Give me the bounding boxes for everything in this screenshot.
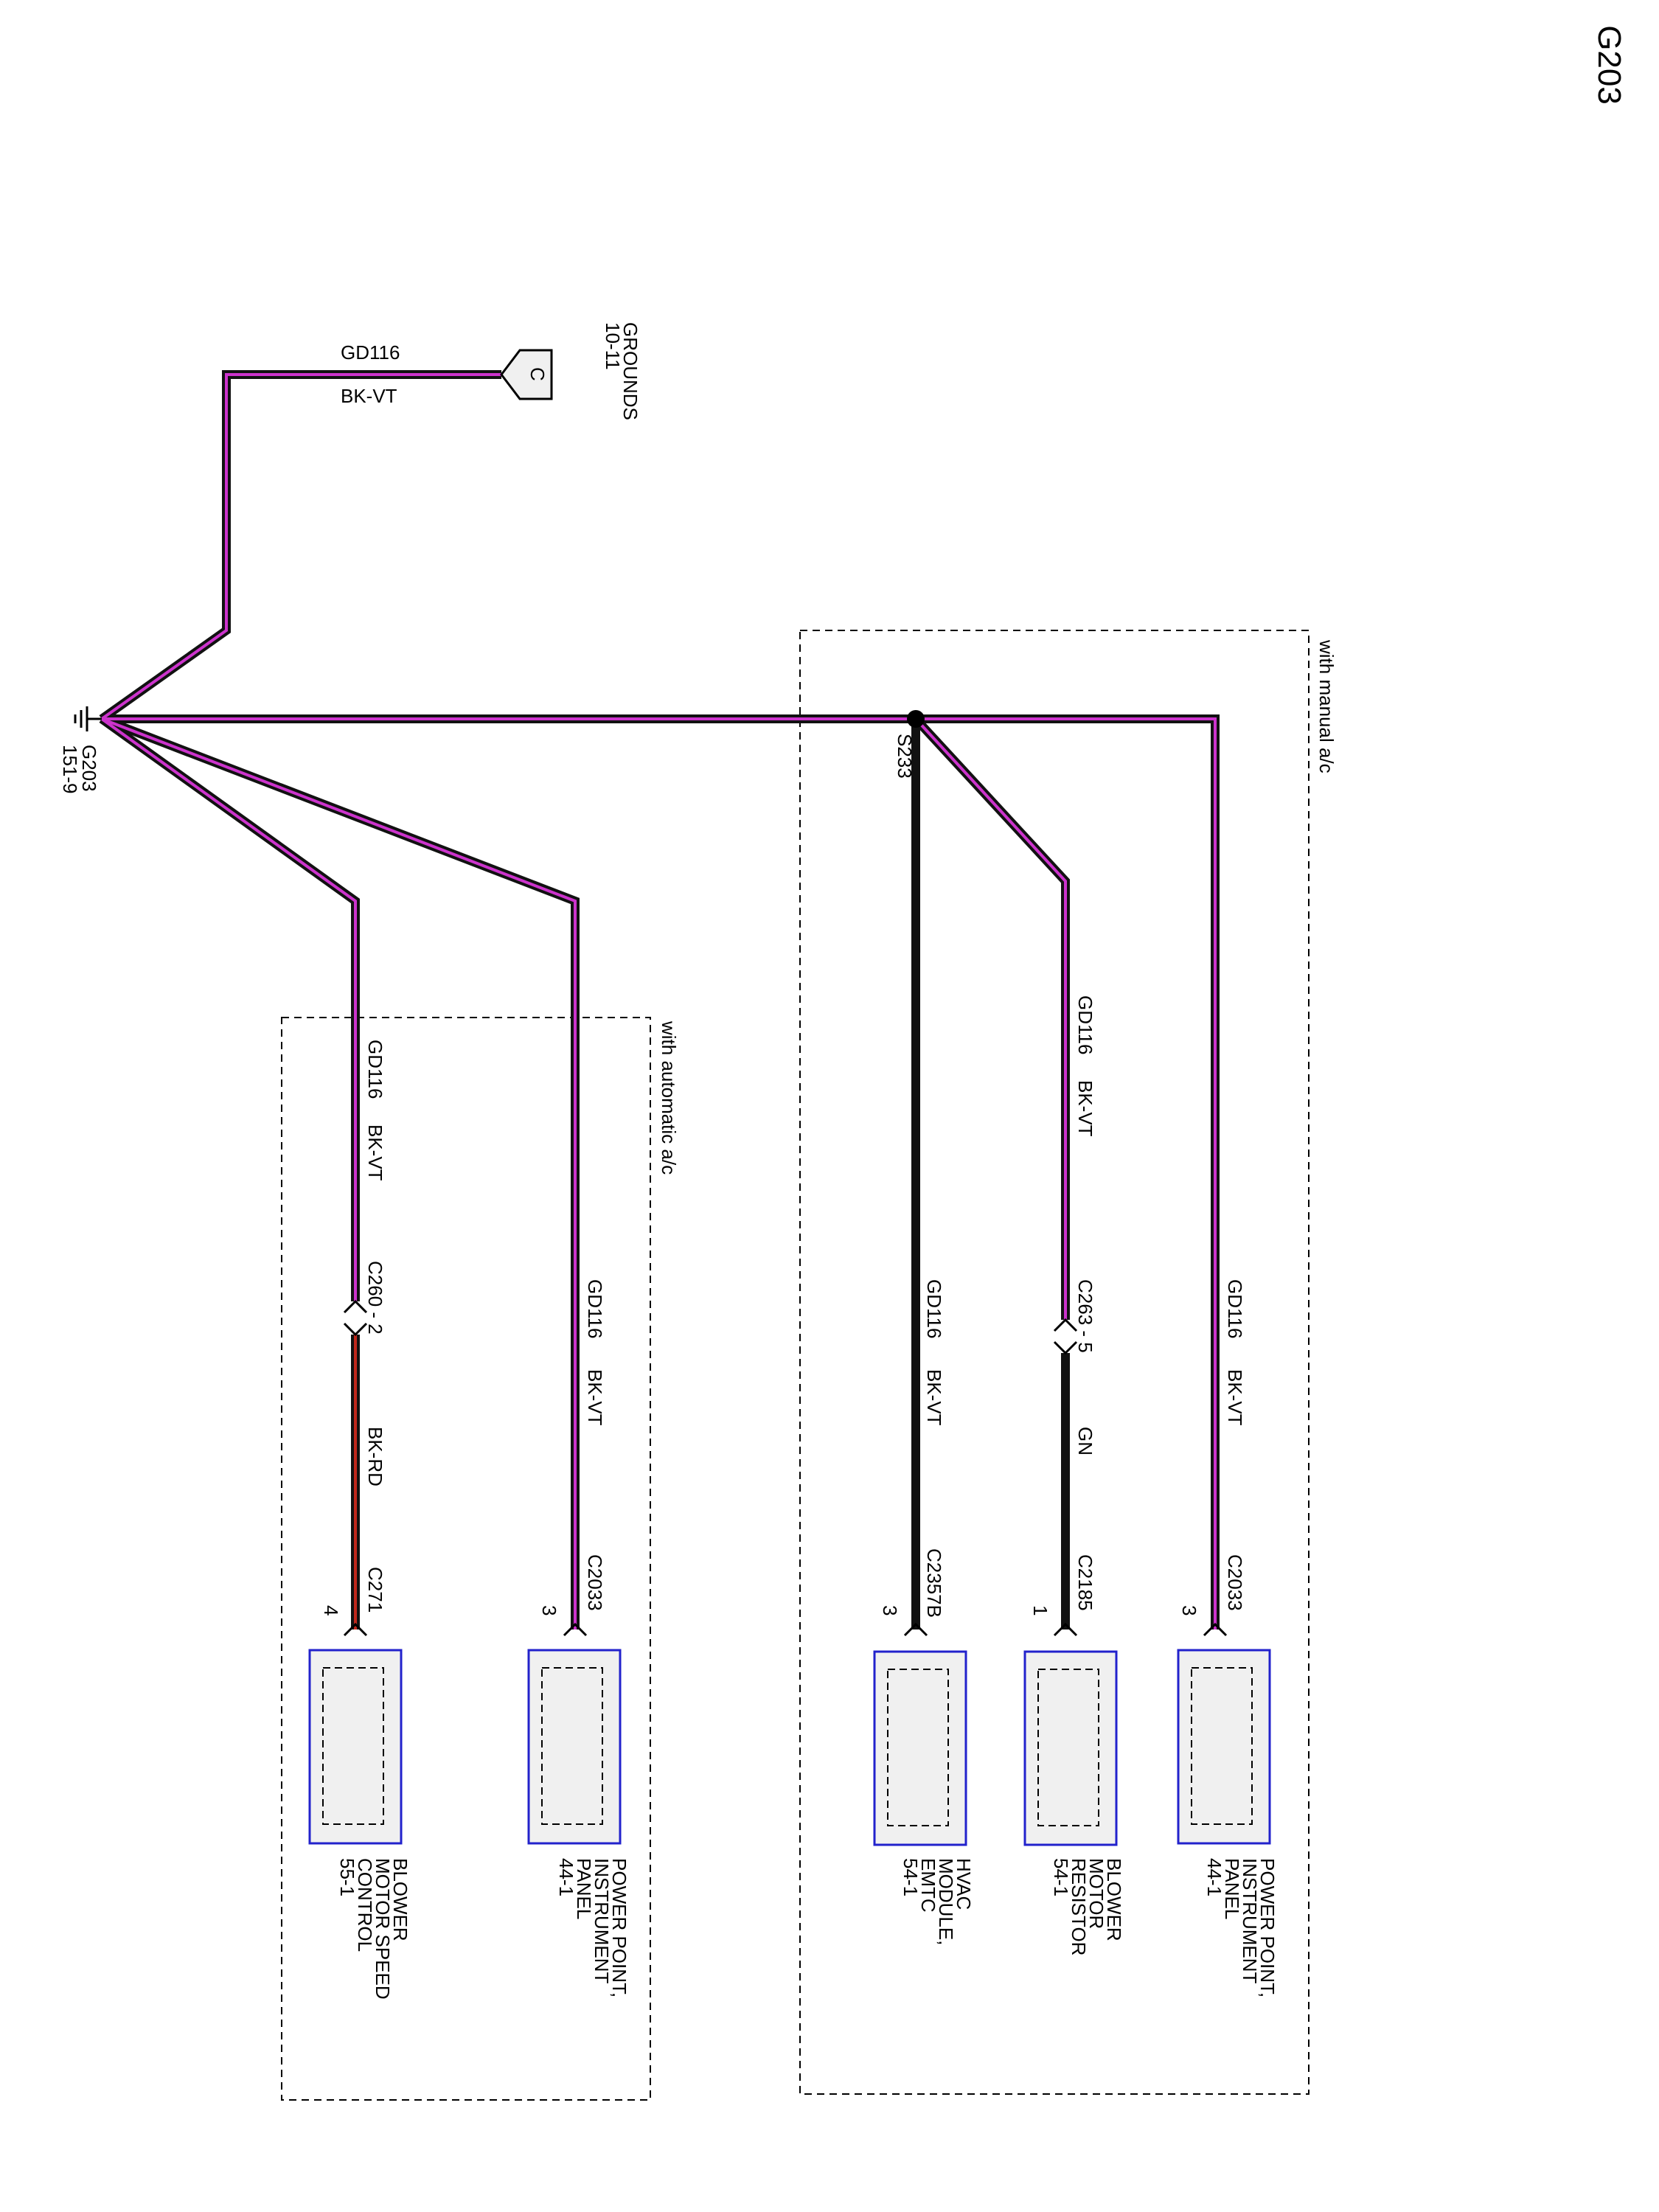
ground-icon bbox=[74, 706, 102, 731]
connector-pin-icon bbox=[343, 1622, 368, 1637]
wire-harness-outer bbox=[99, 370, 1220, 1630]
wire-top-circuit: GD116 bbox=[341, 341, 400, 364]
connector-pin-icon bbox=[1053, 1622, 1078, 1637]
component-power-auto-name-3: PANEL bbox=[573, 1858, 595, 1919]
wire-power-auto-color: BK-VT bbox=[584, 1369, 606, 1426]
component-power-auto-ref: 44-1 bbox=[555, 1858, 577, 1896]
component-blower-name-2: MOTOR SPEED bbox=[372, 1858, 394, 2000]
component-resistor-pin: 1 bbox=[1029, 1605, 1051, 1615]
grounds-reference-title: GROUNDS bbox=[619, 322, 641, 420]
component-power-manual-connector: C2033 bbox=[1224, 1554, 1246, 1611]
wire-power-manual-color: BK-VT bbox=[1224, 1369, 1246, 1426]
automatic-ac-box bbox=[281, 1017, 651, 2101]
component-power-manual-name-2: INSTRUMENT bbox=[1239, 1858, 1261, 1984]
component-power-auto-name-1: POWER POINT, bbox=[608, 1858, 630, 1997]
wire-hvac-color: BK-VT bbox=[923, 1369, 945, 1426]
splice-s233 bbox=[907, 710, 925, 728]
wire-harness-stripe bbox=[100, 373, 1217, 1630]
splice-s233-label: S233 bbox=[894, 734, 916, 779]
wire-blower-color: BK-VT bbox=[364, 1124, 386, 1181]
wire-power-auto bbox=[100, 714, 580, 1630]
component-power-point-automatic: C2033 3 POWER POINT, INSTRUMENT PANEL 44… bbox=[527, 1554, 630, 1997]
component-power-auto-pin: 3 bbox=[538, 1605, 560, 1615]
component-power-manual-name-1: POWER POINT, bbox=[1256, 1858, 1279, 1997]
component-blower-motor-resistor: C2185 1 BLOWER MOTOR RESISTOR 54-1 bbox=[1023, 1554, 1125, 1955]
component-hvac-ref: 54-1 bbox=[900, 1858, 922, 1896]
component-power-point-manual: C2033 3 POWER POINT, INSTRUMENT PANEL 44… bbox=[1177, 1554, 1279, 1997]
component-power-auto-name-2: INSTRUMENT bbox=[591, 1858, 613, 1984]
wire-resistor-color: BK-VT bbox=[1074, 1080, 1096, 1137]
wire-top-gd116 bbox=[99, 370, 501, 723]
component-resistor-connector: C2185 bbox=[1074, 1554, 1096, 1611]
wire-resistor-lower-color: GN bbox=[1074, 1427, 1096, 1455]
component-resistor-name-2: MOTOR bbox=[1085, 1858, 1107, 1929]
wire-power-auto-circuit: GD116 bbox=[584, 1279, 606, 1338]
page-title: G203 bbox=[1591, 25, 1627, 105]
wire-hvac-circuit: GD116 bbox=[923, 1279, 945, 1338]
ground-g203-name: G203 bbox=[78, 745, 100, 792]
grounds-reference-page: 10-11 bbox=[602, 322, 624, 370]
component-resistor-ref: 54-1 bbox=[1050, 1858, 1072, 1896]
wire-resistor-upper bbox=[912, 715, 1070, 1320]
connector-pin-icon bbox=[903, 1622, 928, 1637]
connector-pin-icon bbox=[1203, 1622, 1228, 1637]
component-power-manual-ref: 44-1 bbox=[1203, 1858, 1225, 1896]
component-resistor-name-3: RESISTOR bbox=[1068, 1858, 1090, 1955]
manual-ac-label: with manual a/c bbox=[1315, 639, 1338, 773]
component-power-auto-connector: C2033 bbox=[584, 1554, 606, 1611]
component-hvac-connector: C2357B bbox=[923, 1548, 945, 1618]
component-blower-connector: C271 bbox=[364, 1567, 386, 1613]
ground-g203-ref: 151-9 bbox=[59, 745, 81, 794]
manual-ac-box bbox=[799, 630, 1310, 2095]
component-blower-name-1: BLOWER bbox=[389, 1858, 411, 1941]
wire-power-manual-circuit: GD116 bbox=[1224, 1279, 1246, 1338]
component-hvac-name-1: HVAC bbox=[953, 1858, 975, 1910]
inline-connector-c260 bbox=[343, 1299, 368, 1337]
component-hvac-pin: 3 bbox=[879, 1605, 901, 1615]
component-blower-ref: 55-1 bbox=[336, 1858, 358, 1896]
inline-connector-c263 bbox=[1053, 1318, 1078, 1355]
component-blower-motor-speed-control: C271 4 BLOWER MOTOR SPEED CONTROL 55-1 bbox=[308, 1567, 411, 2000]
grounds-reference-letter: C bbox=[526, 367, 549, 381]
component-power-manual-name-3: PANEL bbox=[1221, 1858, 1243, 1919]
component-blower-pin: 4 bbox=[320, 1605, 342, 1615]
component-blower-name-3: CONTROL bbox=[354, 1858, 376, 1952]
connector-pin-icon bbox=[563, 1622, 588, 1637]
wire-blower-lower-color: BK-RD bbox=[364, 1427, 386, 1486]
component-hvac-module: C2357B 3 HVAC MODULE, EMTC 54-1 bbox=[873, 1548, 975, 1945]
component-hvac-name-3: EMTC bbox=[917, 1858, 939, 1913]
inline-connector-c263-label: C263 - 5 bbox=[1074, 1279, 1096, 1353]
automatic-ac-label: with automatic a/c bbox=[658, 1020, 680, 1175]
component-power-manual-pin: 3 bbox=[1178, 1605, 1200, 1615]
wire-top-color: BK-VT bbox=[341, 385, 397, 407]
grounds-reference-tag bbox=[500, 349, 553, 400]
wire-resistor-circuit: GD116 bbox=[1074, 995, 1096, 1054]
component-resistor-name-1: BLOWER bbox=[1103, 1858, 1125, 1941]
inline-connector-c260-label: C260 - 2 bbox=[364, 1261, 386, 1335]
wire-blower-circuit: GD116 bbox=[364, 1040, 386, 1099]
component-hvac-name-2: MODULE, bbox=[935, 1858, 957, 1945]
